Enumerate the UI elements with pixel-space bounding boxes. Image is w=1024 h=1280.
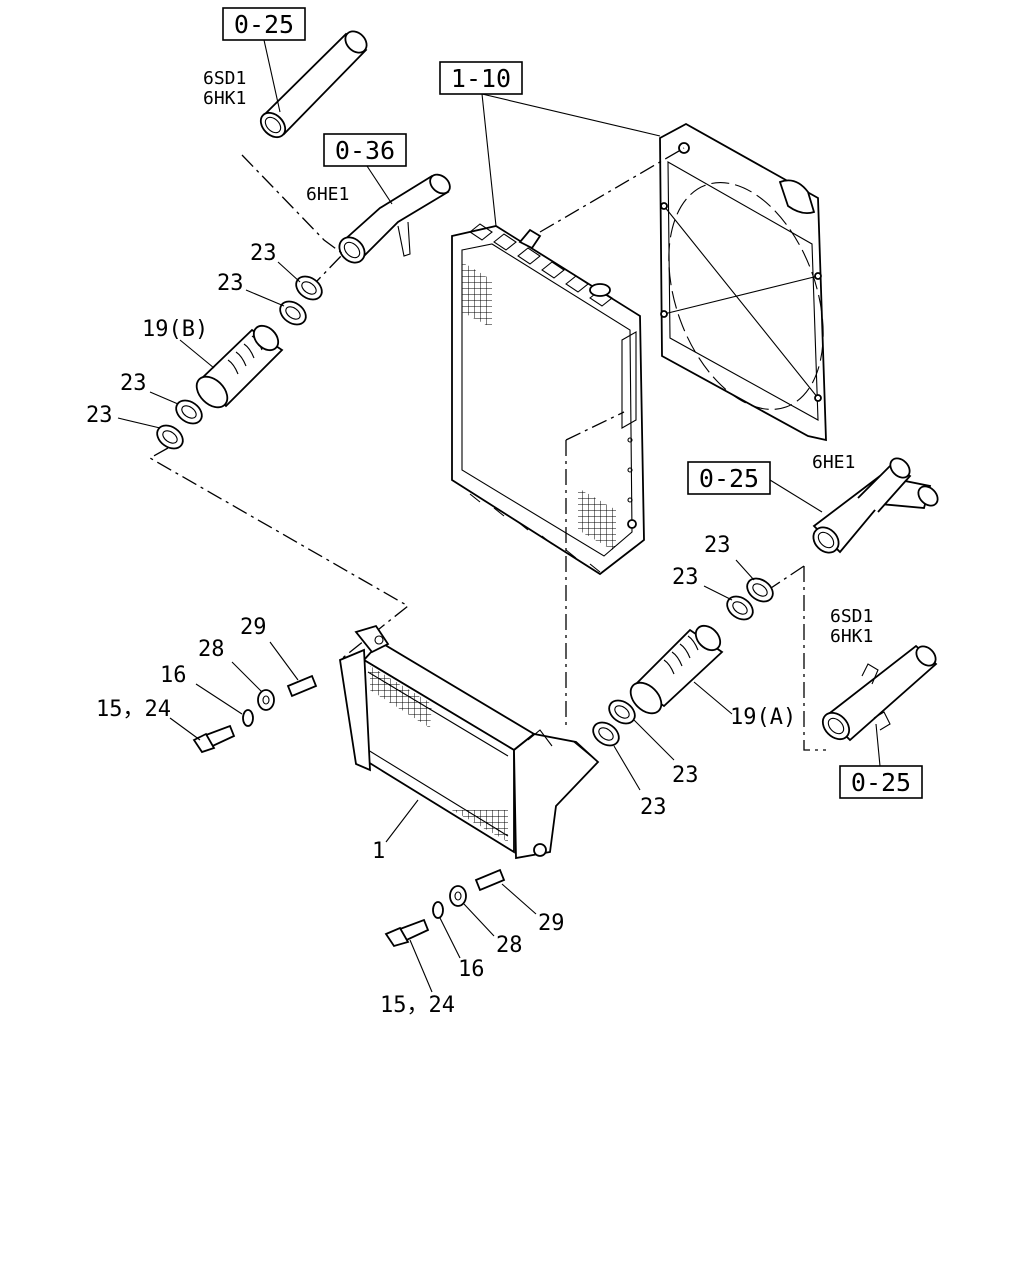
center-line — [767, 565, 805, 591]
leader-line — [501, 883, 537, 915]
part-number: 23 — [672, 763, 699, 788]
part-number: 23 — [704, 533, 731, 558]
part-number: 23 — [640, 795, 667, 820]
radiator[interactable] — [451, 223, 645, 576]
engine-label: 6SD1 — [203, 68, 246, 89]
nut[interactable] — [257, 689, 275, 711]
leader-line — [633, 719, 675, 761]
leader-line — [231, 661, 263, 693]
washer[interactable] — [432, 901, 444, 919]
hose-clamp[interactable] — [276, 297, 310, 329]
leader-line — [385, 799, 419, 843]
pipe-lower-right[interactable] — [818, 643, 940, 745]
bolt[interactable] — [384, 918, 430, 948]
center-line — [803, 566, 826, 751]
leader-line — [481, 93, 497, 227]
hose-19b[interactable] — [191, 321, 284, 413]
leader-line — [693, 681, 733, 715]
leader-line — [117, 417, 161, 429]
engine-label: 6SD1 — [830, 606, 873, 627]
engine-label: 6HE1 — [306, 184, 349, 205]
ref-label: 0-25 — [851, 768, 911, 797]
part-number: 15，24 — [380, 993, 455, 1018]
leader-line — [366, 165, 393, 205]
leader-line — [179, 339, 215, 369]
part-number: 15，24 — [96, 697, 171, 722]
part-number: 19(A) — [730, 705, 796, 730]
part-number: 23 — [86, 403, 113, 428]
collar-pin[interactable] — [286, 674, 318, 698]
ref-label: 0-36 — [335, 136, 395, 165]
leader-line — [269, 641, 299, 681]
leader-line — [481, 93, 661, 137]
engine-label: 6HK1 — [830, 626, 873, 647]
hose-clamp[interactable] — [743, 574, 777, 606]
ref-box-right-bottom[interactable]: 0-25 — [839, 765, 923, 799]
center-line — [241, 154, 344, 283]
leader-line — [463, 903, 495, 937]
part-number: 16 — [160, 663, 187, 688]
pipe-6he1-right[interactable] — [808, 455, 941, 558]
hose-clamp[interactable] — [172, 396, 206, 428]
part-number: 23 — [120, 371, 147, 396]
part-number: 28 — [496, 933, 523, 958]
leader-line — [439, 917, 461, 959]
intercooler[interactable] — [339, 624, 600, 860]
pipe-upper-left[interactable] — [256, 27, 371, 142]
hose-clamp[interactable] — [153, 421, 187, 453]
leader-line — [409, 939, 433, 993]
part-number: 23 — [217, 271, 244, 296]
ref-box-radiator[interactable]: 1-10 — [439, 61, 523, 95]
leader-line — [613, 745, 641, 791]
leader-line — [735, 559, 755, 581]
hose-clamp[interactable] — [589, 718, 623, 750]
part-number: 28 — [198, 637, 225, 662]
leader-line — [169, 717, 201, 741]
fan-shroud[interactable] — [640, 122, 852, 442]
hose-clamp[interactable] — [605, 696, 639, 728]
leader-line — [703, 585, 733, 601]
leader-line — [277, 261, 301, 283]
part-number: 29 — [538, 911, 565, 936]
part-number: 23 — [672, 565, 699, 590]
engine-label: 6HK1 — [203, 88, 246, 109]
center-line — [565, 411, 625, 728]
part-number: 16 — [458, 957, 485, 982]
leader-line — [245, 289, 285, 307]
ref-label: 0-25 — [699, 464, 759, 493]
ref-box-top-left[interactable]: 0-25 — [222, 7, 306, 41]
leader-line — [875, 723, 881, 767]
engine-label: 6HE1 — [812, 452, 855, 473]
washer[interactable] — [242, 709, 254, 727]
nut[interactable] — [449, 885, 467, 907]
pipe-6he1-upper[interactable] — [334, 171, 453, 268]
center-line — [539, 147, 685, 233]
part-number: 23 — [250, 241, 277, 266]
ref-box-6he1-top[interactable]: 0-36 — [323, 133, 407, 167]
ref-label: 1-10 — [451, 64, 511, 93]
bolt[interactable] — [192, 724, 236, 754]
part-number: 29 — [240, 615, 267, 640]
part-number: 19(B) — [142, 317, 208, 342]
hose-19a[interactable] — [625, 621, 725, 719]
leader-line — [263, 39, 281, 113]
hose-clamp[interactable] — [292, 272, 326, 304]
leader-line — [149, 391, 179, 405]
part-number: 1 — [372, 839, 385, 864]
leader-line — [195, 683, 243, 715]
ref-label: 0-25 — [234, 10, 294, 39]
hose-clamp[interactable] — [723, 592, 757, 624]
collar-pin[interactable] — [474, 868, 506, 892]
leader-line — [769, 479, 823, 513]
ref-box-right-mid[interactable]: 0-25 — [687, 461, 771, 495]
